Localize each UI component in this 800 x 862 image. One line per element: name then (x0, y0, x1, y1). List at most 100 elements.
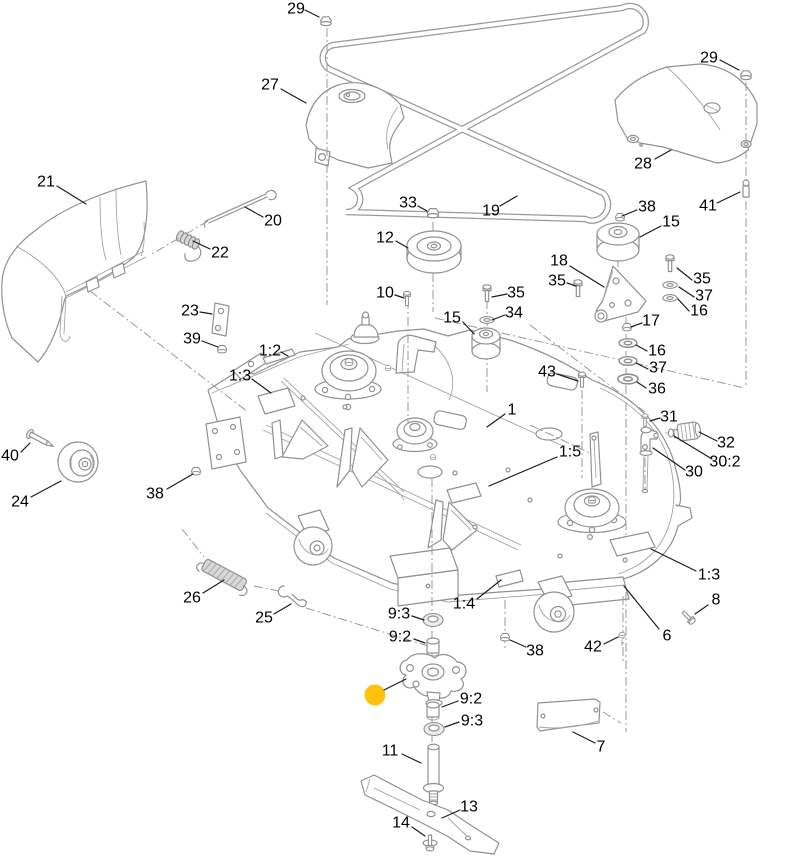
part-label-36[interactable]: 36 (648, 381, 666, 398)
part-label-16-upper[interactable]: 16 (690, 303, 708, 320)
bearing-9-3-lower (423, 721, 445, 737)
part-label-18[interactable]: 18 (550, 253, 568, 270)
part-label-34[interactable]: 34 (505, 305, 523, 322)
nut-38-bottom (499, 632, 511, 642)
part-label-29-top-left[interactable]: 29 (287, 1, 305, 18)
deck-spindle-left (314, 350, 382, 411)
part-label-35-left[interactable]: 35 (548, 273, 566, 290)
idler-arm-bracket (594, 265, 647, 323)
selected-part-marker[interactable] (364, 684, 386, 706)
part-label-37-upper[interactable]: 37 (695, 288, 713, 305)
part-label-37-lower[interactable]: 37 (649, 360, 667, 377)
part-label-17[interactable]: 17 (642, 313, 660, 330)
part-label-31[interactable]: 31 (660, 409, 678, 426)
part-label-16-lower[interactable]: 16 (648, 343, 666, 360)
chute-rod-and-spring (175, 189, 277, 262)
part-label-30-2[interactable]: 30:2 (709, 454, 740, 471)
grease-fitting-41 (742, 179, 750, 198)
part-label-21[interactable]: 21 (37, 174, 55, 191)
elbow-fitting-30 (639, 426, 659, 494)
part-label-24[interactable]: 24 (11, 494, 29, 511)
nut-17 (621, 322, 633, 332)
latch-bracket (211, 302, 230, 337)
part-label-20[interactable]: 20 (264, 213, 282, 230)
part-label-1-4[interactable]: 1:4 (453, 596, 475, 613)
part-label-13[interactable]: 13 (460, 799, 478, 816)
part-label-23[interactable]: 23 (181, 303, 199, 320)
part-label-39[interactable]: 39 (183, 331, 201, 348)
bolt-35-right (665, 254, 675, 273)
part-label-35-center[interactable]: 35 (507, 285, 525, 302)
callout-labels: 29 27 28 29 41 21 20 22 19 33 12 38 15 1… (1, 1, 741, 832)
part-label-14[interactable]: 14 (392, 815, 410, 832)
deck-spindle-right (557, 488, 627, 540)
part-label-15-center[interactable]: 15 (443, 310, 461, 327)
part-label-7[interactable]: 7 (597, 739, 606, 756)
belt-cover-left (305, 82, 405, 169)
part-label-8[interactable]: 8 (712, 592, 721, 609)
nut-39 (216, 344, 228, 354)
part-label-33[interactable]: 33 (399, 195, 417, 212)
caster-wheel (57, 441, 99, 483)
part-label-30[interactable]: 30 (685, 464, 703, 481)
part-label-9-2-upper[interactable]: 9:2 (389, 629, 411, 646)
washer-16-upper (662, 294, 678, 302)
part-label-25[interactable]: 25 (255, 610, 273, 627)
washer-16-lower (618, 337, 638, 349)
leader-lines (20, 9, 741, 837)
part-label-11[interactable]: 11 (382, 743, 399, 760)
baffle-plate (536, 698, 601, 732)
deck-wheel-front-right (533, 575, 575, 633)
spacer-9-2-lower (426, 701, 440, 721)
part-label-26[interactable]: 26 (183, 590, 201, 607)
part-label-43[interactable]: 43 (538, 364, 556, 381)
part-label-35-right[interactable]: 35 (693, 271, 711, 288)
bolt-8 (679, 608, 697, 626)
part-label-38-left[interactable]: 38 (146, 486, 164, 503)
part-label-6[interactable]: 6 (663, 628, 672, 645)
part-label-38-top[interactable]: 38 (638, 199, 656, 216)
screw-42 (618, 632, 626, 646)
deck-spindle-center (392, 417, 438, 453)
part-label-22[interactable]: 22 (211, 245, 229, 262)
part-label-28[interactable]: 28 (634, 156, 652, 173)
nut-33 (426, 207, 440, 219)
idler-pulley-v-right (596, 222, 640, 262)
deck-wheel-front-left (293, 509, 333, 566)
spindle-shaft-11 (422, 743, 445, 806)
discharge-chute (1, 180, 148, 363)
nut-38-top (614, 212, 626, 222)
decal-1-4 (495, 569, 524, 588)
nut-29-right (739, 70, 753, 81)
part-label-10[interactable]: 10 (376, 285, 394, 302)
blade-bolt-14 (422, 834, 438, 852)
tension-spring (196, 558, 248, 597)
part-label-38-bottom[interactable]: 38 (526, 643, 544, 660)
idler-pulley-flat (406, 230, 462, 274)
part-label-1-5[interactable]: 1:5 (559, 444, 581, 461)
part-label-1[interactable]: 1 (508, 402, 517, 419)
part-label-9-3-upper[interactable]: 9:3 (388, 606, 410, 623)
part-label-12[interactable]: 12 (376, 230, 394, 247)
part-label-15-right[interactable]: 15 (662, 214, 680, 231)
part-label-27[interactable]: 27 (261, 77, 279, 94)
part-label-9-3-lower[interactable]: 9:3 (461, 713, 483, 730)
decal-1-3-left (257, 387, 296, 415)
cap-fitting-32 (672, 421, 702, 442)
part-label-19[interactable]: 19 (482, 203, 500, 220)
washer-36 (617, 373, 639, 385)
part-label-1-3-left[interactable]: 1:3 (229, 368, 251, 385)
part-label-9-2-lower[interactable]: 9:2 (460, 691, 482, 708)
part-label-29-top-right[interactable]: 29 (700, 50, 718, 67)
part-label-42[interactable]: 42 (584, 639, 602, 656)
part-label-41[interactable]: 41 (699, 198, 717, 215)
part-label-1-3-right[interactable]: 1:3 (698, 567, 720, 584)
washer-37-lower (618, 355, 638, 367)
part-label-1-2[interactable]: 1:2 (259, 343, 281, 360)
spindle-housing (399, 653, 467, 710)
nut-29-left (319, 16, 333, 27)
part-label-40[interactable]: 40 (1, 448, 19, 465)
part-label-32[interactable]: 32 (717, 435, 735, 452)
